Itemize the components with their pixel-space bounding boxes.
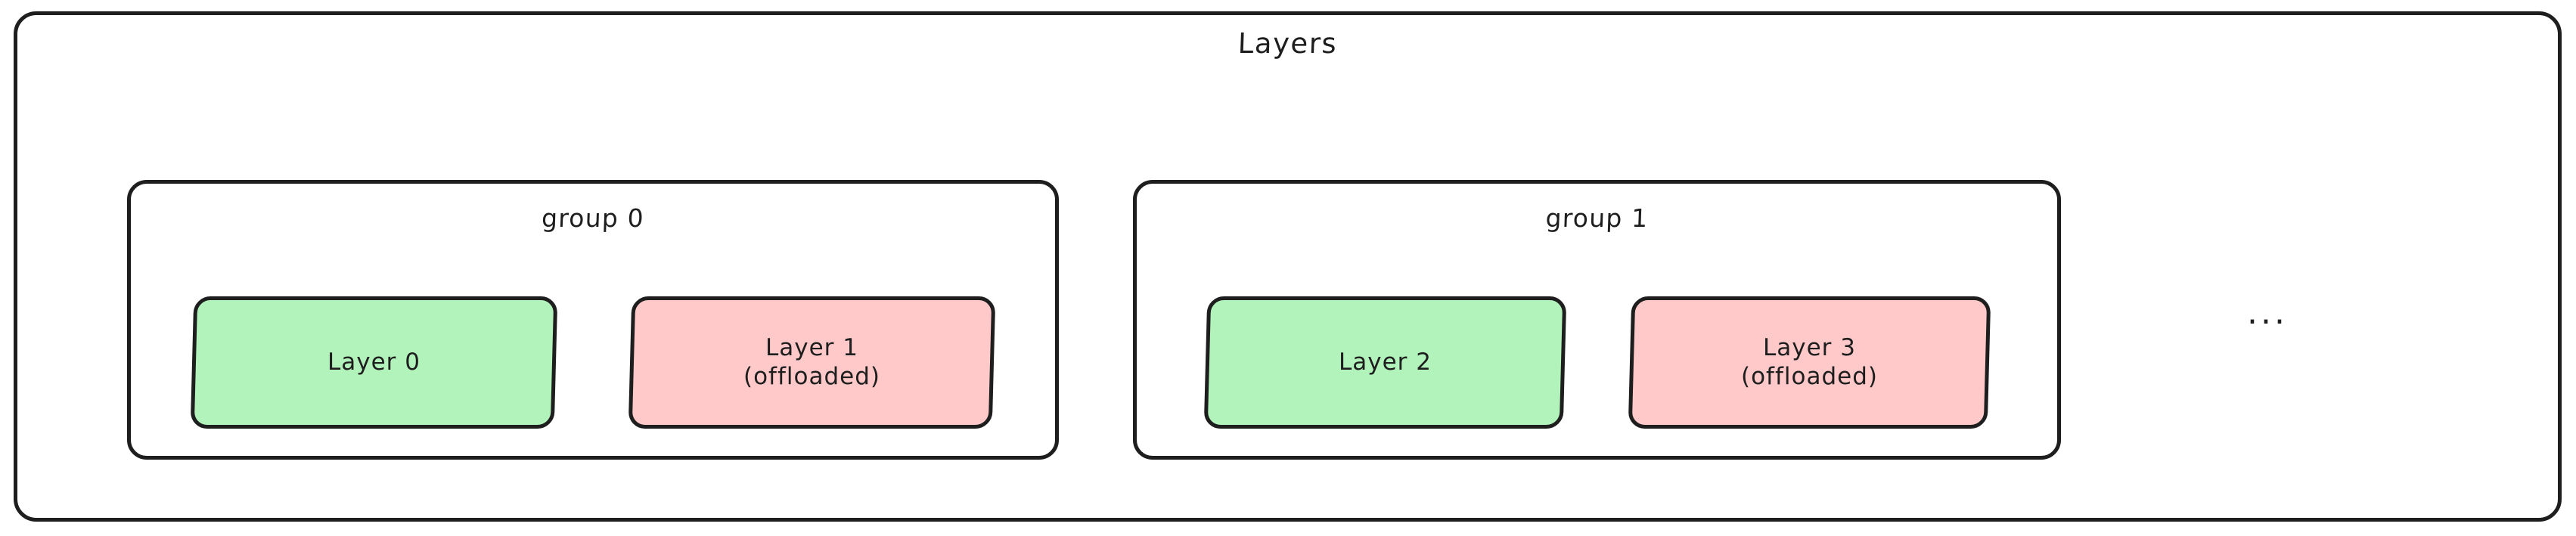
layers-title: Layers [1237, 27, 1338, 60]
layer-box-3-line2: (offloaded) [1740, 362, 1878, 390]
layer-box-0-line1: Layer 0 [327, 348, 421, 376]
layer-box-3-label: Layer 3 (offloaded) [1741, 334, 1878, 392]
ellipsis-icon: ... [2247, 293, 2288, 332]
layer-box-1-label: Layer 1 (offloaded) [743, 334, 880, 392]
layer-box-0[interactable]: Layer 0 [190, 296, 558, 429]
layer-box-2-label: Layer 2 [1338, 349, 1431, 377]
group-box-0: group 0 Layer 0 Layer 1 (offloaded) [127, 180, 1059, 460]
layer-box-2[interactable]: Layer 2 [1203, 296, 1566, 429]
layer-box-3-line1: Layer 3 [1762, 333, 1856, 361]
group-label-0: group 0 [541, 203, 645, 233]
layer-box-1-line1: Layer 1 [765, 333, 858, 361]
layer-row-group-0: Layer 0 Layer 1 (offloaded) [131, 296, 1055, 429]
group-label-1: group 1 [1544, 203, 1650, 233]
layer-row-group-1: Layer 2 Layer 3 (offloaded) [1137, 296, 2057, 429]
layer-box-1-line2: (offloaded) [743, 362, 880, 390]
layer-box-0-label: Layer 0 [327, 349, 421, 377]
layer-box-1[interactable]: Layer 1 (offloaded) [628, 296, 996, 429]
layer-box-3[interactable]: Layer 3 (offloaded) [1628, 296, 1991, 429]
layer-box-2-line1: Layer 2 [1338, 348, 1432, 376]
group-box-1: group 1 Layer 2 Layer 3 (offloaded) [1133, 180, 2061, 460]
layers-container: Layers group 0 Layer 0 Layer 1 (offloade… [14, 11, 2562, 522]
